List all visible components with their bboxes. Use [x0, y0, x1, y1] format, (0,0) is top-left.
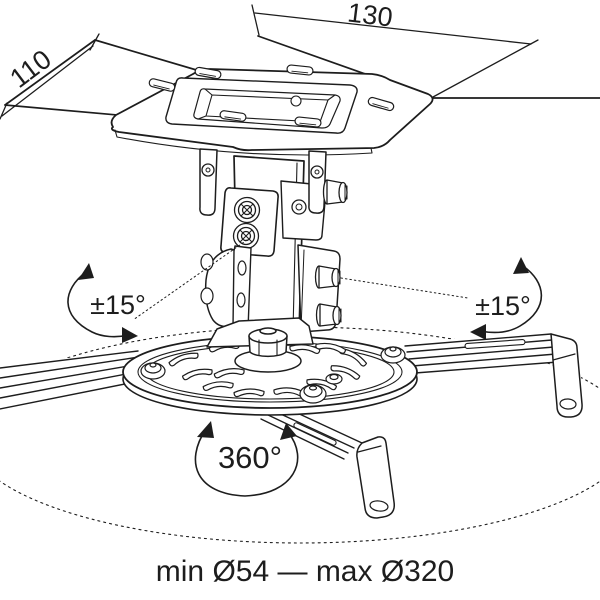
arrowhead-up-icon: [280, 423, 297, 440]
arrowhead-up-icon: [78, 263, 94, 280]
arm-right: [404, 333, 583, 419]
hinge-strip: [308, 150, 327, 214]
adjustment-knob-lower: [315, 303, 342, 327]
dome-screws: [140, 346, 406, 404]
dim-130-label: 130: [346, 0, 394, 33]
strip-hole: [237, 260, 247, 276]
arm-slot: [464, 339, 526, 349]
arrowhead-up-icon: [513, 257, 529, 274]
dimension-110: [0, 33, 100, 120]
arrowhead-right-icon: [122, 327, 138, 343]
ceiling-plate: [110, 68, 434, 156]
tilt-arc-left: [67, 263, 138, 343]
dim-110-line: [1, 45, 94, 117]
emboss-screw: [290, 95, 302, 107]
arm-front-foot: [356, 436, 396, 519]
hinge-knuckle: [200, 287, 214, 305]
dome-screw: [380, 346, 406, 364]
foot-slot: [559, 398, 577, 410]
foot-slot: [369, 500, 389, 512]
dome-screw: [299, 384, 327, 404]
arrowhead-left-icon: [470, 324, 486, 340]
leader-line-left: [132, 239, 248, 321]
tilt-label-left: ±15°: [90, 290, 146, 320]
rotation-label: 360°: [218, 440, 282, 475]
ceiling-plane: [4, 35, 600, 118]
arm-slot: [293, 422, 337, 446]
tilt-arc-right: [470, 257, 543, 340]
diameter-note: min Ø54 — max Ø320: [156, 555, 454, 588]
center-nut: [248, 327, 288, 358]
dome-screw: [325, 373, 343, 385]
tilt-label-right: ±15°: [475, 291, 531, 321]
adjustment-knob-upper: [322, 179, 348, 205]
dim-110-label: 110: [4, 44, 56, 94]
dim-130-line: [254, 12, 532, 45]
strip-hole: [236, 292, 246, 308]
arrowhead-up-icon: [197, 421, 214, 438]
rotation-arc: [194, 421, 299, 497]
hinge-strip: [199, 148, 218, 216]
hinge-knuckle: [200, 253, 214, 271]
leader-lines: [132, 239, 469, 321]
leader-line-right: [340, 277, 469, 299]
dome-screw: [140, 362, 166, 380]
phillips-screw: [233, 196, 261, 224]
arm-left: [0, 350, 148, 412]
bracket-assembly: [199, 148, 348, 373]
adjustment-knob-middle: [314, 265, 341, 289]
dimension-130: [251, 4, 539, 98]
phillips-screw: [232, 222, 260, 250]
